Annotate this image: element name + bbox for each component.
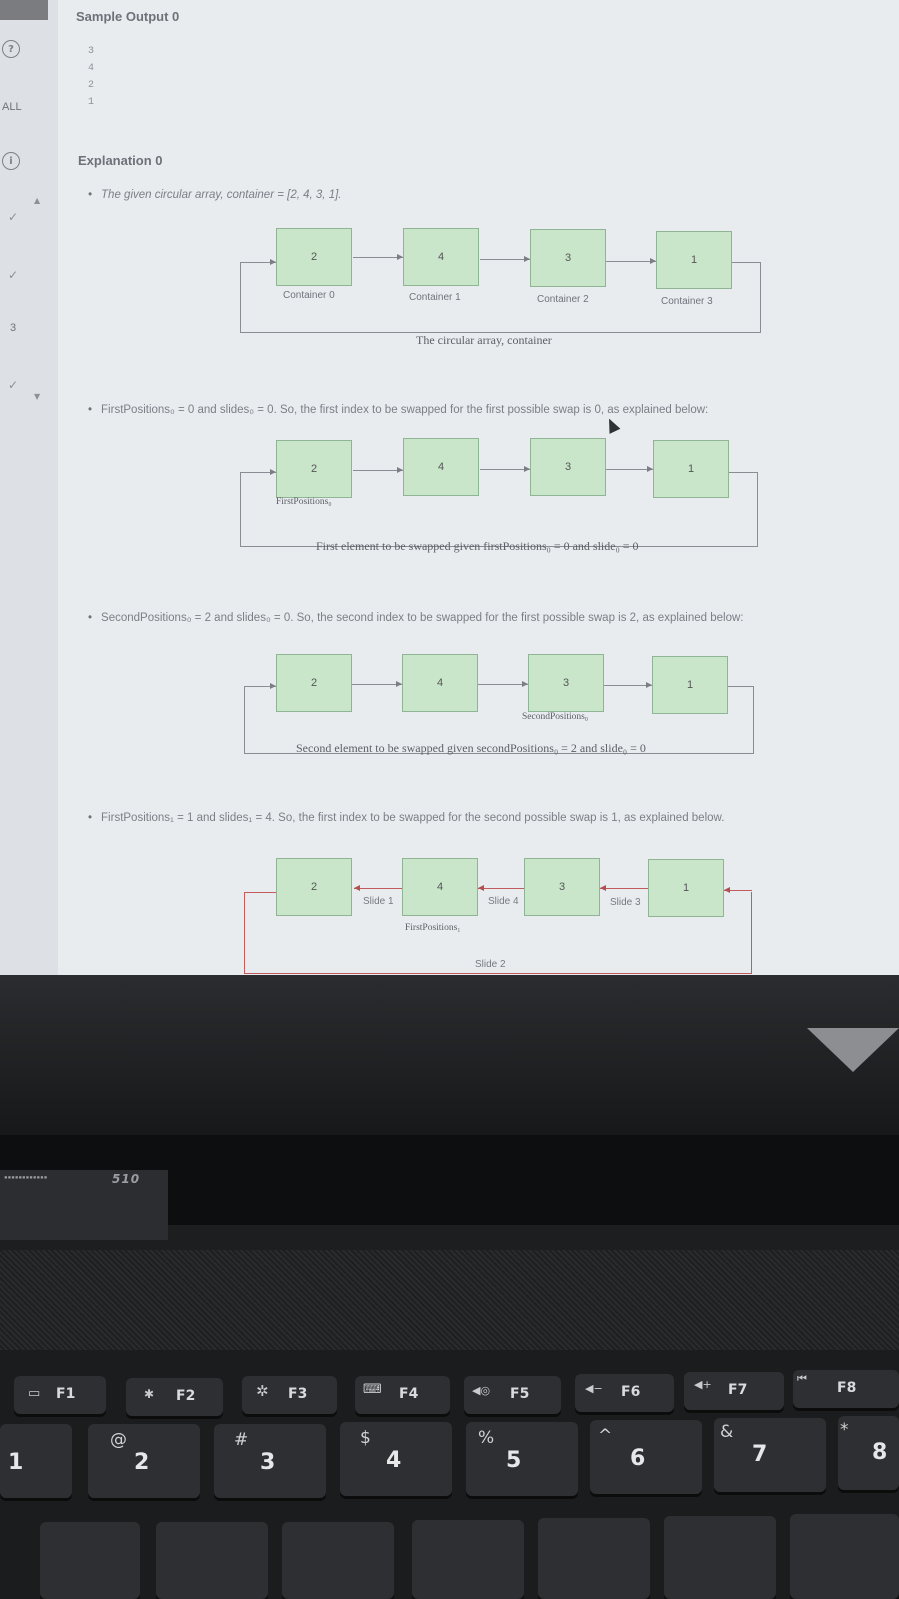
explanation-title: Explanation 0	[78, 153, 163, 168]
help-icon[interactable]: ?	[2, 40, 20, 58]
check-icon: ✓	[8, 378, 19, 392]
volume-up-icon: ◀+	[694, 1378, 712, 1391]
chevron-down-icon[interactable]: ▼	[34, 392, 41, 401]
key-8[interactable]: * 8	[838, 1416, 899, 1490]
key-f6[interactable]: ◀− F6	[575, 1374, 674, 1412]
loop-connector	[240, 262, 761, 333]
slide-label: Slide 3	[610, 897, 641, 908]
container-box: 1	[648, 859, 724, 917]
container-box: 2	[276, 858, 352, 916]
chevron-up-icon[interactable]: ▲	[34, 196, 41, 205]
key-7[interactable]: & 7	[714, 1418, 826, 1492]
container-box: 4	[402, 858, 478, 916]
key-q[interactable]	[40, 1522, 140, 1599]
output-line: 3	[88, 46, 95, 57]
loop-connector	[240, 472, 758, 547]
container-box: 2	[276, 228, 352, 286]
speaker-grille	[0, 1250, 899, 1350]
key-e[interactable]	[282, 1522, 394, 1599]
key-f5[interactable]: ◀◎ F5	[464, 1376, 561, 1414]
key-t[interactable]	[538, 1518, 650, 1599]
screen-icon: ▭	[28, 1386, 41, 1401]
volume-down-icon: ◀−	[585, 1382, 603, 1395]
brand-logo-icon	[807, 1028, 899, 1072]
diagram-caption: The circular array, container	[416, 333, 552, 347]
container-label: Container 1	[409, 292, 461, 303]
info-icon[interactable]: i	[2, 152, 20, 170]
keyboard-backlight-icon: ⌨	[363, 1382, 382, 1397]
container-label: Container 2	[537, 294, 589, 305]
container-box: 3	[528, 654, 604, 712]
mute-icon: ◀◎	[472, 1384, 491, 1397]
key-5[interactable]: % 5	[466, 1422, 578, 1496]
explanation-bullet: FirstPositions₁ = 1 and slides₁ = 4. So,…	[88, 812, 724, 824]
key-6[interactable]: ^ 6	[590, 1420, 702, 1494]
model-fine-print-icon: ▪▪▪▪▪▪▪▪▪▪▪▪	[4, 1174, 48, 1181]
container-box: 3	[530, 438, 606, 496]
explanation-bullet: The given circular array, container = [2…	[88, 189, 341, 201]
container-label: Container 3	[661, 296, 713, 307]
brightness-down-icon: ✱	[144, 1387, 155, 1401]
loop-connector	[244, 686, 754, 754]
loop-connector	[244, 892, 752, 974]
key-1[interactable]: 1	[0, 1424, 72, 1498]
output-line: 2	[88, 80, 95, 91]
explanation-bullet: FirstPositions₀ = 0 and slides₀ = 0. So,…	[88, 404, 708, 416]
mouse-cursor-icon	[603, 416, 621, 434]
position-marker: FirstPositions₁	[405, 923, 461, 933]
key-f8[interactable]: ⏮ F8	[793, 1370, 899, 1408]
slide-label: Slide 4	[488, 896, 519, 907]
second-position-diagram: 2 4 3 1 SecondPositions₀ Second element …	[244, 652, 844, 772]
check-icon: ✓	[8, 210, 19, 224]
output-line: 4	[88, 63, 95, 74]
container-box: 2	[276, 440, 352, 498]
key-u[interactable]	[790, 1514, 899, 1599]
circular-array-diagram: 2 4 3 1 Container 0 Container 1 Containe…	[240, 228, 840, 358]
explanation-bullet: SecondPositions₀ = 2 and slides₀ = 0. So…	[88, 612, 743, 624]
slides-diagram: 2 4 3 1 Slide 1 Slide 4 Slide 3 Slide 2 …	[244, 858, 844, 978]
first-position-diagram: 2 4 3 1 FirstPositions₀ First element to…	[240, 438, 840, 568]
key-2[interactable]: @ 2	[88, 1424, 200, 1498]
sidebar-top-bar	[0, 0, 48, 20]
left-sidebar: ? ALL i ✓ ✓ 3 ✓ ▲ ▼	[0, 0, 58, 995]
container-box: 3	[530, 229, 606, 287]
key-3[interactable]: # 3	[214, 1424, 326, 1498]
key-4[interactable]: $ 4	[340, 1422, 452, 1496]
model-badge: ▪▪▪▪▪▪▪▪▪▪▪▪ 510	[0, 1170, 168, 1240]
position-marker: FirstPositions₀	[276, 497, 332, 507]
diagram-caption: First element to be swapped given firstP…	[316, 539, 639, 553]
key-w[interactable]	[156, 1522, 268, 1599]
key-f2[interactable]: ✱ F2	[126, 1378, 223, 1416]
container-label: Container 0	[283, 290, 335, 301]
container-box: 1	[656, 231, 732, 289]
container-box: 3	[524, 858, 600, 916]
problem-content: Sample Output 0 3 4 2 1 Explanation 0 Th…	[58, 0, 899, 995]
container-box: 1	[652, 656, 728, 714]
previous-track-icon: ⏮	[797, 1372, 807, 1385]
key-f1[interactable]: ▭ F1	[14, 1376, 106, 1414]
screen: ? ALL i ✓ ✓ 3 ✓ ▲ ▼ Sample Output 0 3 4 …	[0, 0, 899, 995]
position-marker: SecondPositions₀	[522, 712, 589, 722]
key-f7[interactable]: ◀+ F7	[684, 1372, 784, 1410]
output-line: 1	[88, 97, 95, 108]
key-f4[interactable]: ⌨ F4	[355, 1376, 450, 1414]
slide-label: Slide 2	[475, 959, 506, 970]
key-f3[interactable]: ✲ F3	[242, 1376, 337, 1414]
container-box: 2	[276, 654, 352, 712]
model-number: 510	[112, 1172, 141, 1186]
slide-label: Slide 1	[363, 896, 394, 907]
sample-output-title: Sample Output 0	[76, 9, 180, 24]
laptop-bezel	[0, 975, 899, 1135]
sidebar-all-label[interactable]: ALL	[2, 101, 22, 113]
brightness-up-icon: ✲	[256, 1382, 269, 1400]
check-icon: ✓	[8, 268, 19, 282]
sidebar-row-number: 3	[10, 322, 17, 334]
key-r[interactable]	[412, 1520, 524, 1599]
key-y[interactable]	[664, 1516, 776, 1599]
container-box: 1	[653, 440, 729, 498]
container-box: 4	[403, 438, 479, 496]
container-box: 4	[402, 654, 478, 712]
diagram-caption: Second element to be swapped given secon…	[296, 741, 646, 755]
container-box: 4	[403, 228, 479, 286]
